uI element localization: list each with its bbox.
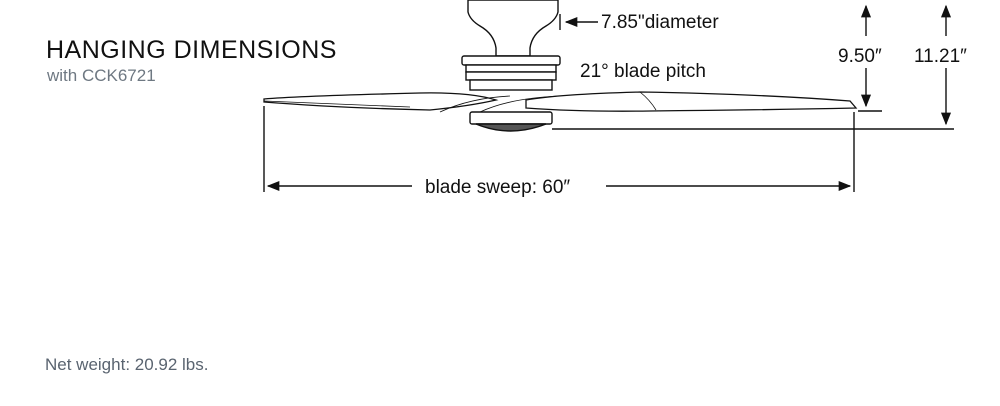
height-short-label: 9.50″: [838, 46, 882, 67]
canopy-diameter-label: 7.85"diameter: [601, 12, 719, 33]
canopy-diameter-callout: [559, 14, 598, 30]
height-long-label: 11.21″: [914, 46, 967, 67]
net-weight: Net weight: 20.92 lbs.: [45, 355, 209, 374]
blade-sweep-label: blade sweep: 60″: [425, 177, 570, 198]
fan-canopy: [461, 0, 561, 91]
fan-motor-light-kit: [469, 111, 553, 132]
fan-blades: [263, 91, 858, 113]
diagram-title: HANGING DIMENSIONS: [46, 36, 337, 64]
blade-sweep-dimension-lines: [263, 106, 855, 192]
diagram-subtitle: with CCK6721: [47, 66, 156, 85]
blade-pitch-label: 21° blade pitch: [580, 61, 706, 82]
height-dimension-lines: [552, 4, 954, 130]
